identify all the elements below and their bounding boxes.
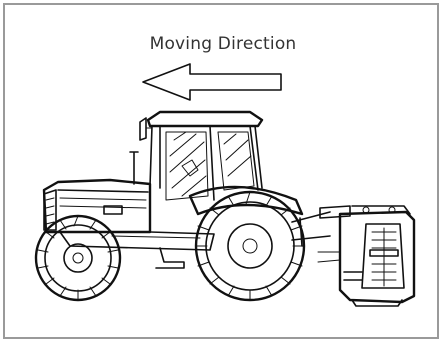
front-wheel-icon bbox=[36, 216, 120, 300]
rear-wheel-icon bbox=[196, 192, 304, 300]
tractor-icon bbox=[36, 112, 350, 300]
left-arrow-icon bbox=[143, 64, 281, 100]
implement-icon bbox=[340, 206, 414, 306]
